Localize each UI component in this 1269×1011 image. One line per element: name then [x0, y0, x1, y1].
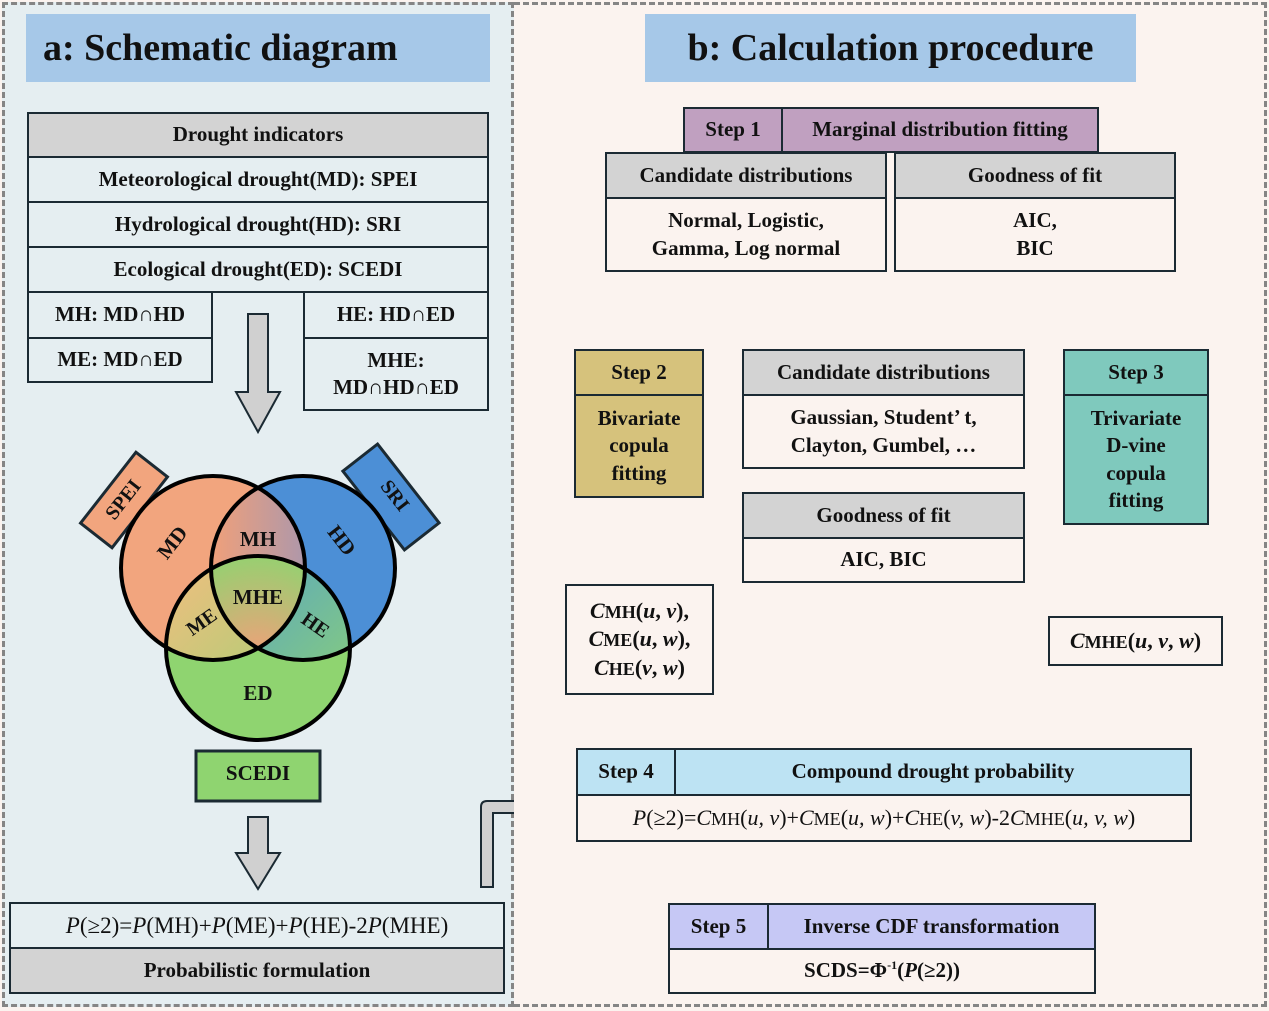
step1-candidates-header: Candidate distributions — [605, 152, 887, 199]
step2-tag: Step 2 — [574, 349, 704, 396]
step1-gof-header: Goodness of fit — [894, 152, 1176, 199]
text-line: Bivariate — [597, 406, 681, 431]
copula-gof-body: AIC, BIC — [742, 537, 1025, 583]
text-line: copula — [609, 433, 669, 458]
combo-mhe: MHE: MD∩HD∩ED — [303, 337, 489, 411]
tag-scedi-label: SCEDI — [225, 761, 291, 785]
combo-mh: MH: MD∩HD — [27, 291, 213, 339]
formula-label: Probabilistic formulation — [9, 947, 505, 994]
text-line: Trivariate — [1090, 405, 1182, 430]
copula-candidates-header: Candidate distributions — [742, 349, 1025, 396]
step1-gof-body: AIC, BIC — [894, 197, 1176, 272]
venn-label-ed: ED — [243, 681, 273, 705]
output-che: CHE(v, w) — [594, 654, 685, 680]
drought-indicators-header: Drought indicators — [27, 112, 489, 158]
down-arrow-icon — [234, 313, 282, 435]
bivariate-copula-outputs: CMH(u, v), CME(u, w), CHE(v, w) — [565, 584, 714, 695]
combo-me: ME: MD∩ED — [27, 337, 213, 383]
step2-body: Bivariate copula fitting — [574, 394, 704, 498]
formula-panel-a: P(≥2)=P(MH)+P(ME)+P(HE)-2P(MHE) — [9, 902, 505, 949]
panel-a-title: a: Schematic diagram — [26, 14, 490, 82]
step1-label: Marginal distribution fitting — [781, 107, 1099, 153]
text-line: Gamma, Log normal — [651, 235, 841, 260]
text-line: fitting — [611, 460, 667, 485]
text-line: copula — [1106, 460, 1166, 485]
step5-label: Inverse CDF transformation — [767, 903, 1096, 950]
step1-tag: Step 1 — [683, 107, 783, 153]
combo-he: HE: HD∩ED — [303, 291, 489, 339]
trivariate-copula-output: CMHE(u, v, w) — [1048, 616, 1223, 666]
step4-tag: Step 4 — [576, 748, 676, 796]
text-line: BIC — [1016, 235, 1054, 260]
step3-body: Trivariate D-vine copula fitting — [1063, 394, 1209, 525]
output-cmh: CMH(u, v), — [590, 597, 689, 623]
step5-formula: SCDS=Φ-1(P(≥2)) — [668, 948, 1096, 994]
venn-label-mhe: MHE — [232, 585, 284, 609]
copula-candidates-body: Gaussian, Student’ t, Clayton, Gumbel, … — [742, 394, 1025, 469]
text-line: Clayton, Gumbel, … — [790, 432, 977, 457]
output-cme: CME(u, w), — [588, 626, 691, 652]
step4-formula: P(≥2)=CMH(u, v)+CME(u, w)+CHE(v, w)-2CMH… — [576, 794, 1192, 842]
text-line: Gaussian, Student’ t, — [790, 405, 977, 430]
diagram-shape — [164, 554, 352, 742]
combo-mhe-formula: MD∩HD∩ED — [333, 375, 459, 399]
venn-label-mh: MH — [239, 527, 277, 551]
step4-label: Compound drought probability — [674, 748, 1192, 796]
text-line: D-vine — [1106, 433, 1166, 458]
copula-gof-header: Goodness of fit — [742, 492, 1025, 539]
step5-tag: Step 5 — [668, 903, 769, 950]
tag-scedi — [194, 749, 322, 803]
text-line: fitting — [1108, 487, 1164, 512]
indicator-ed: Ecological drought(ED): SCEDI — [27, 246, 489, 293]
text-line: Normal, Logistic, — [668, 208, 824, 233]
step1-candidates-body: Normal, Logistic, Gamma, Log normal — [605, 197, 887, 272]
text-line: AIC, — [1013, 208, 1057, 233]
combo-mhe-label: MHE: — [367, 347, 425, 372]
down-arrow-icon — [234, 816, 282, 891]
step3-tag: Step 3 — [1063, 349, 1209, 396]
panel-b-title: b: Calculation procedure — [645, 14, 1136, 82]
